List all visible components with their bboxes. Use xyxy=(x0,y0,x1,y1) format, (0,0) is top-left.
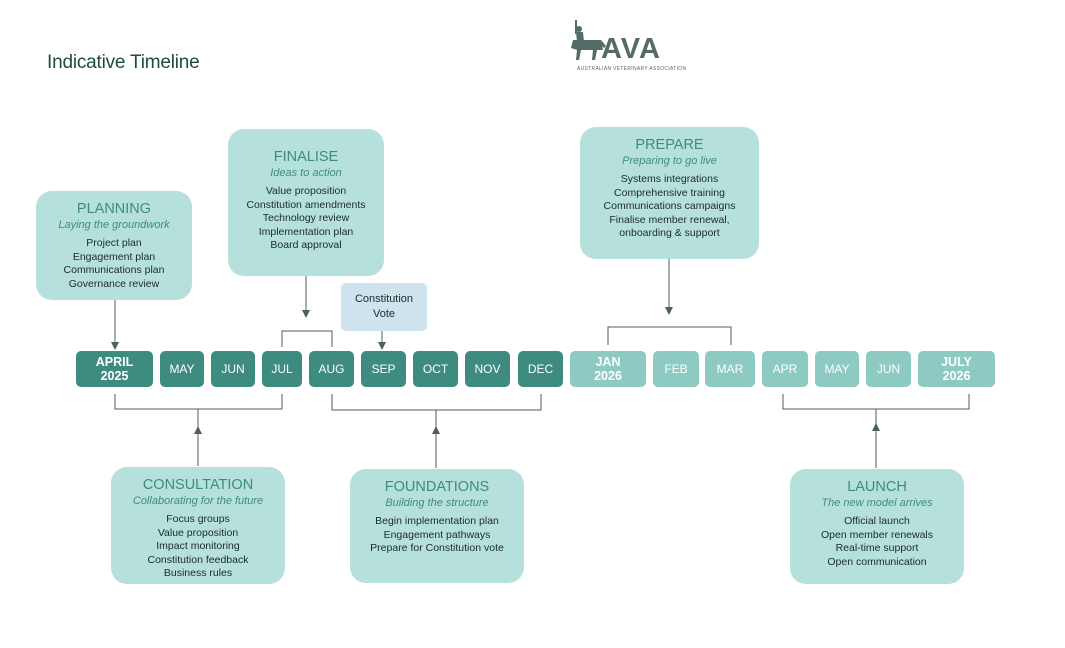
prepare-bracket xyxy=(607,326,732,345)
month-apr-2026: APR xyxy=(762,351,808,387)
month-nov-2025: NOV xyxy=(465,351,510,387)
phase-item: Focus groups xyxy=(166,513,230,525)
ava-logo: AVA AUSTRALIAN VETERINARY ASSOCIATION xyxy=(567,20,692,74)
phase-item: Business rules xyxy=(163,567,233,579)
month-jul-2025: JUL xyxy=(262,351,302,387)
phase-launch: LAUNCH The new model arrives Official la… xyxy=(790,469,964,584)
foundations-bracket xyxy=(331,394,542,411)
phase-subtitle: Preparing to go live xyxy=(622,155,717,167)
phase-item: Communications plan xyxy=(63,264,165,276)
logo-wordmark: AVA xyxy=(601,33,661,65)
phase-item: Engagement plan xyxy=(72,250,156,263)
phase-item: Project plan xyxy=(86,237,142,249)
phase-subtitle: The new model arrives xyxy=(821,497,933,509)
phase-item: onboarding & support xyxy=(619,227,720,239)
phase-title: CONSULTATION xyxy=(142,477,254,493)
phase-item: Open member renewals xyxy=(820,528,934,541)
phase-item: Value proposition xyxy=(157,526,239,539)
month-mar-2026: MAR xyxy=(705,351,755,387)
phase-consultation: CONSULTATION Collaborating for the futur… xyxy=(111,467,285,584)
phase-item: Official launch xyxy=(844,515,910,527)
phase-item: Finalise member renewal, xyxy=(609,213,730,226)
phase-item: Value proposition xyxy=(265,185,347,197)
finalise-bracket xyxy=(281,330,333,347)
phase-planning: PLANNING Laying the groundwork Project p… xyxy=(36,191,192,300)
phase-item: Engagement pathways xyxy=(383,528,491,541)
phase-title: FINALISE xyxy=(273,149,339,165)
phase-title: PLANNING xyxy=(76,201,152,217)
month-aug-2025: AUG xyxy=(309,351,354,387)
month-dec-2025: DEC xyxy=(518,351,563,387)
phase-title: LAUNCH xyxy=(847,479,907,495)
phase-item: Constitution amendments xyxy=(246,198,366,211)
phase-item: Begin implementation plan xyxy=(375,515,499,527)
phase-subtitle: Collaborating for the future xyxy=(132,495,264,507)
phase-item: Constitution feedback xyxy=(147,553,249,566)
month-may-2026: MAY xyxy=(815,351,859,387)
phase-item: Open communication xyxy=(827,555,927,568)
month-may-2025: MAY xyxy=(160,351,204,387)
month-jun-2026: JUN xyxy=(866,351,911,387)
phase-item: Real-time support xyxy=(835,542,919,554)
phase-item: Implementation plan xyxy=(258,225,354,238)
phase-item: Technology review xyxy=(262,212,350,224)
page-title: Indicative Timeline xyxy=(47,52,200,73)
consultation-bracket xyxy=(114,394,283,410)
phase-item: Governance review xyxy=(68,277,160,290)
constitution-vote: Constitution Vote xyxy=(341,283,427,331)
phase-item: Prepare for Constitution vote xyxy=(370,542,504,554)
phase-item: Board approval xyxy=(270,239,342,251)
phase-finalise: FINALISE Ideas to action Value propositi… xyxy=(228,129,384,276)
phase-item: Comprehensive training xyxy=(614,186,725,199)
phase-subtitle: Ideas to action xyxy=(270,167,342,179)
centaur-icon xyxy=(571,20,606,60)
phase-foundations: FOUNDATIONS Building the structure Begin… xyxy=(350,469,524,583)
month-jun-2025: JUN xyxy=(211,351,255,387)
phase-item: Systems integrations xyxy=(620,173,719,185)
month-oct-2025: OCT xyxy=(413,351,458,387)
phase-item: Impact monitoring xyxy=(156,540,240,552)
phase-subtitle: Building the structure xyxy=(385,497,489,509)
phase-item: Communications campaigns xyxy=(603,200,736,212)
phase-title: FOUNDATIONS xyxy=(384,479,490,495)
phase-title: PREPARE xyxy=(635,137,704,153)
month-feb-2026: FEB xyxy=(653,351,699,387)
phase-prepare: PREPARE Preparing to go live Systems int… xyxy=(580,127,759,259)
phase-subtitle: Laying the groundwork xyxy=(58,219,170,231)
logo-subtitle: AUSTRALIAN VETERINARY ASSOCIATION xyxy=(577,66,687,72)
launch-bracket xyxy=(782,394,970,410)
month-sep-2025: SEP xyxy=(361,351,406,387)
